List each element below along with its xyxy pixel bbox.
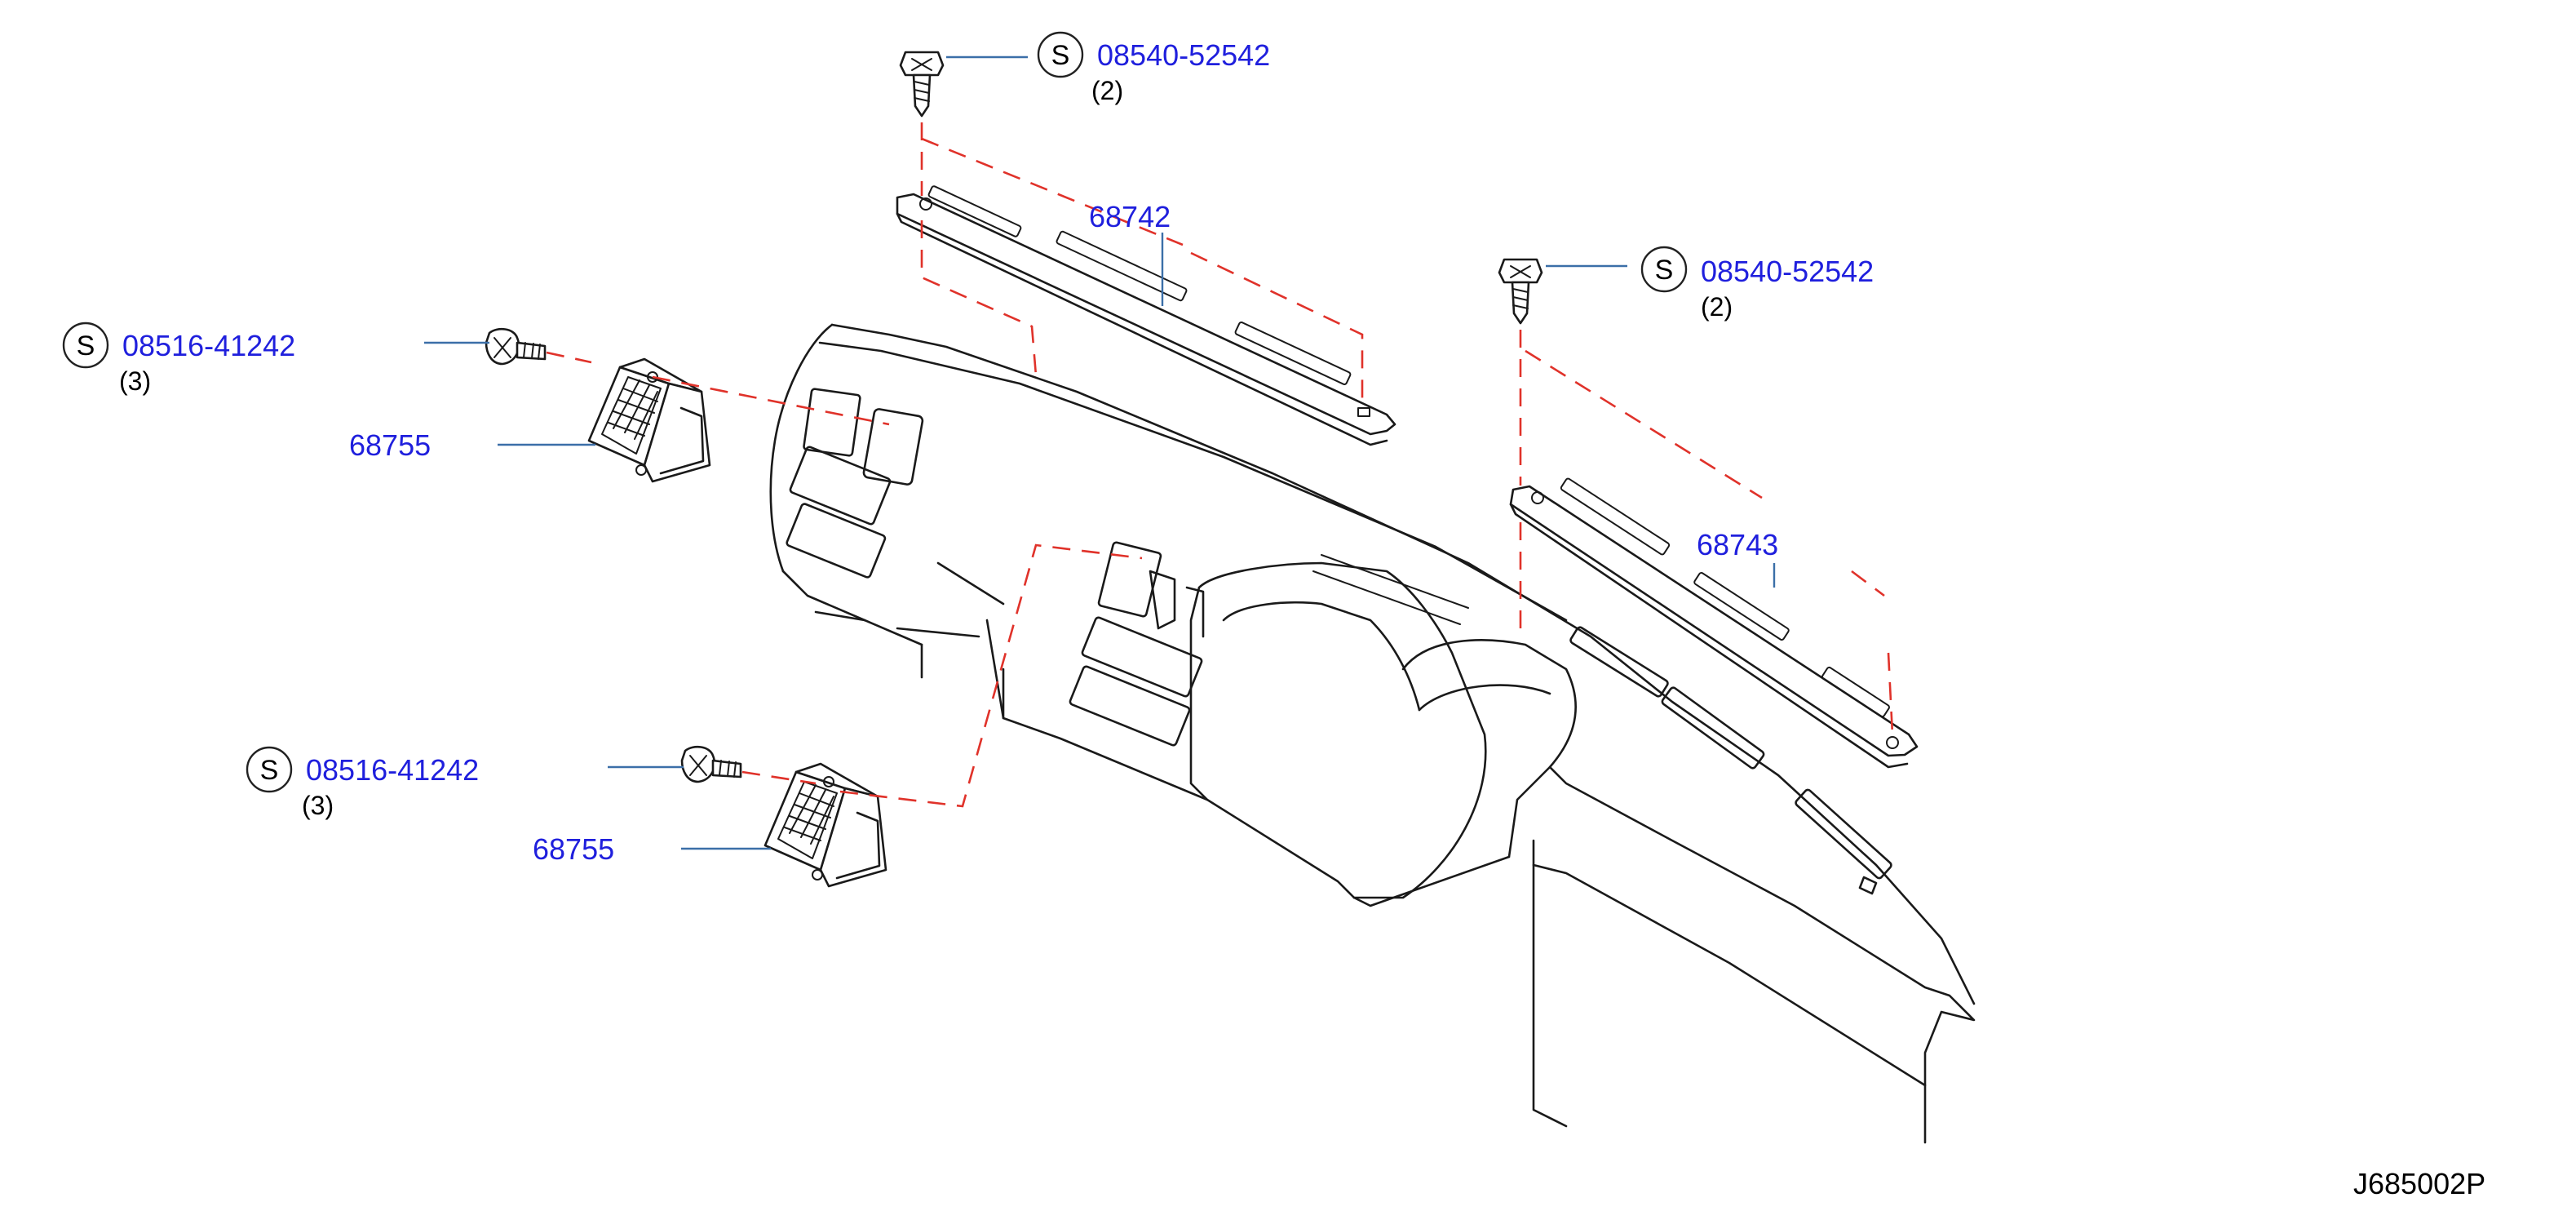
callout-screw-left-lower: S 08516-41242 (3) [246,746,479,820]
part-number: 08516-41242 [122,329,295,362]
leader-lines [424,55,1776,850]
quantity: (2) [1701,292,1733,322]
defroster-grille-center [896,185,1396,446]
instrument-panel [769,323,1976,1144]
screw-top-center [899,51,945,118]
part-number-defroster-grille-center: 68742 [1089,200,1171,233]
part-number-vent-lower: 68755 [533,832,614,866]
standard-part-symbol [1037,31,1084,78]
part-number: 08540-52542 [1701,255,1874,288]
part-number-defroster-grille-right: 68743 [1697,528,1778,561]
standard-part-symbol [1640,246,1688,293]
callout-screw-top-right: S 08540-52542 (2) [1640,246,1874,322]
screw-left-upper [485,327,547,366]
standard-part-symbol-label: S [1655,255,1674,286]
side-vent-lower [764,762,887,888]
part-number-vent-upper: 68755 [349,428,431,462]
callout-screw-left-upper: S 08516-41242 (3) [62,322,295,396]
standard-part-symbol [246,746,293,793]
callout-screw-top-center: S 08540-52542 (2) [1037,31,1270,105]
diagram-code: J685002P [2353,1167,2485,1200]
defroster-grille-right [1509,477,1919,769]
screw-left-lower [680,745,742,783]
screw-top-right [1498,258,1543,325]
quantity: (2) [1091,76,1123,105]
standard-part-symbol-label: S [1051,40,1070,71]
part-number: 08540-52542 [1097,38,1270,72]
quantity: (3) [302,791,334,820]
assembly-lines [546,122,1894,808]
part-number: 08516-41242 [306,753,479,787]
standard-part-symbol-label: S [77,330,95,362]
standard-part-symbol [62,322,109,369]
side-vent-upper [587,357,711,483]
standard-part-symbol-label: S [260,755,279,786]
quantity: (3) [119,366,151,396]
